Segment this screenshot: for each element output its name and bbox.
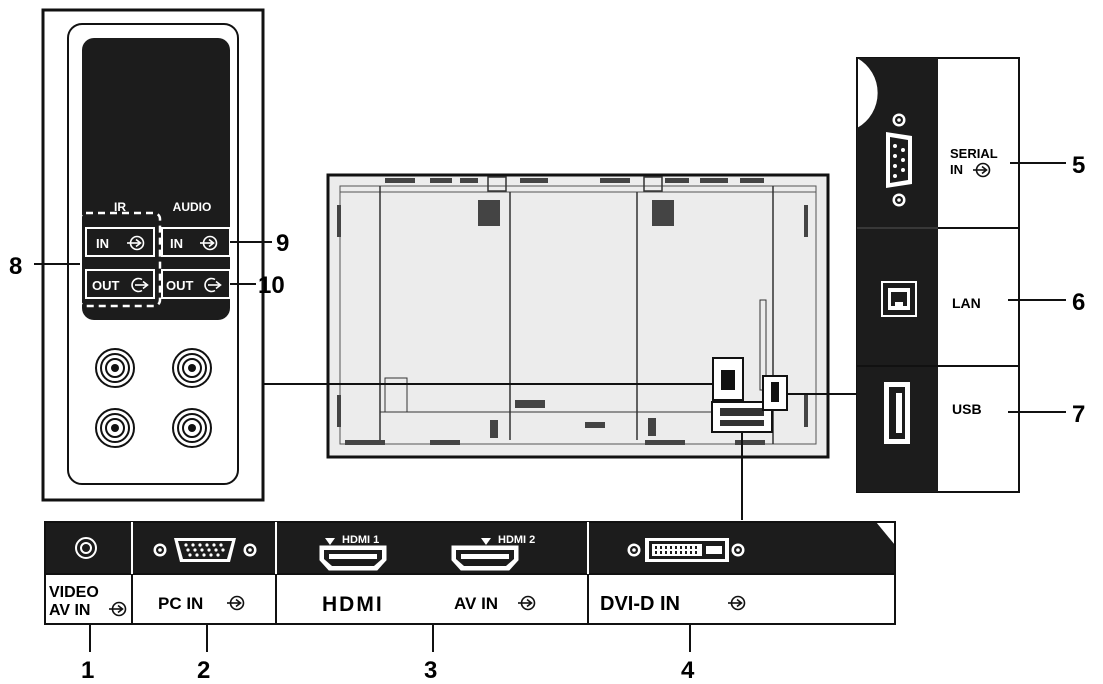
video-label: VIDEO (49, 584, 99, 601)
callout-3: 3 (424, 657, 437, 684)
pc-in-label: PC IN (158, 594, 203, 613)
usb-label: USB (952, 401, 982, 417)
callout-9: 9 (276, 230, 289, 257)
audio-in-label: IN (170, 236, 183, 251)
hdmi-port-icon: HDMI 2 (451, 534, 535, 571)
audio-in-port: IN (161, 227, 231, 257)
callout-1: 1 (81, 657, 94, 684)
audio-label: AUDIO (173, 200, 212, 214)
left-terminal-panel: IR AUDIO IN OUT IN OUT (41, 8, 265, 502)
hdmi2-label: HDMI 2 (498, 534, 535, 546)
rca-jack-icon (95, 348, 135, 388)
d-sub-port-icon (153, 538, 257, 562)
hdmi-port-icon: HDMI 1 (319, 534, 387, 571)
rca-jack-icon (75, 537, 97, 559)
callout-8: 8 (9, 253, 22, 280)
display-rear (326, 173, 830, 459)
bottom-terminal-panel: HDMI 1 HDMI 2 VIDEO AV IN PC IN HDMI (44, 521, 896, 625)
audio-out-port: OUT (161, 269, 231, 299)
callout-6: 6 (1072, 289, 1085, 316)
rj45-port-icon (881, 281, 917, 317)
audio-out-label: OUT (166, 278, 194, 293)
hdmi1-label: HDMI 1 (342, 534, 379, 546)
ir-in-port: IN (85, 227, 155, 257)
ir-out-label: OUT (92, 278, 120, 293)
rca-jack-icon (95, 408, 135, 448)
callout-2: 2 (197, 657, 210, 684)
right-terminal-panel: SERIAL IN LAN USB (856, 57, 1020, 493)
rca-jack-icon (172, 348, 212, 388)
serial-in-label: SERIAL (950, 146, 998, 161)
usb-port-icon (884, 382, 910, 444)
video-av-in-label: AV IN (49, 602, 90, 619)
rca-jack-icon (172, 408, 212, 448)
callout-10: 10 (258, 272, 285, 299)
dvi-in-label: DVI-D IN (600, 593, 680, 615)
callout-7: 7 (1072, 401, 1085, 428)
callout-4: 4 (681, 657, 695, 684)
dvi-port-icon (627, 538, 745, 562)
d-sub-port-icon (886, 113, 912, 207)
ir-in-label: IN (96, 236, 109, 251)
lan-label: LAN (952, 295, 981, 311)
ir-out-port: OUT (85, 269, 155, 299)
hdmi-logo: HDMI (322, 593, 384, 616)
ir-label: IR (114, 200, 126, 214)
hdmi-av-in-label: AV IN (454, 594, 498, 613)
callout-5: 5 (1072, 152, 1085, 179)
serial-in-label-2: IN (950, 162, 963, 177)
